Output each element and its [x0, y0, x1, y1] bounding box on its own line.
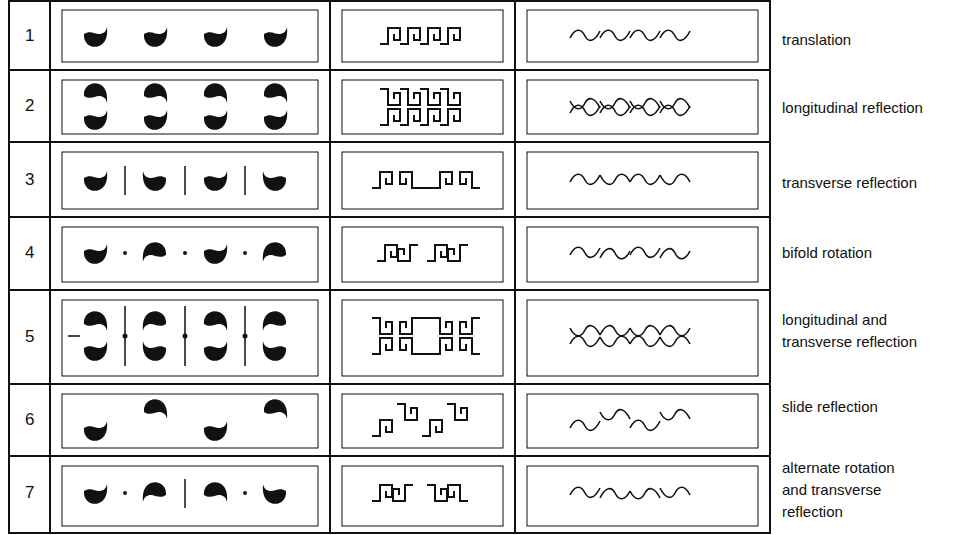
- row-number: 5: [25, 326, 34, 348]
- symmetry-label: slide reflection: [782, 396, 878, 418]
- symmetry-label: bifold rotation: [782, 242, 872, 264]
- row-number: 3: [25, 169, 34, 191]
- symmetry-label: translation: [782, 29, 851, 51]
- row-number: 7: [25, 482, 34, 504]
- row-number: 1: [25, 25, 34, 47]
- symmetry-label: longitudinal reflection: [782, 97, 923, 119]
- row-number: 6: [25, 409, 34, 431]
- symmetry-label: alternate rotation and transverse reflec…: [782, 457, 917, 523]
- row-number: 4: [25, 242, 34, 264]
- row-number: 2: [25, 95, 34, 117]
- symmetry-label: transverse reflection: [782, 172, 917, 194]
- symmetry-label: longitudinal and transverse reflection: [782, 309, 947, 353]
